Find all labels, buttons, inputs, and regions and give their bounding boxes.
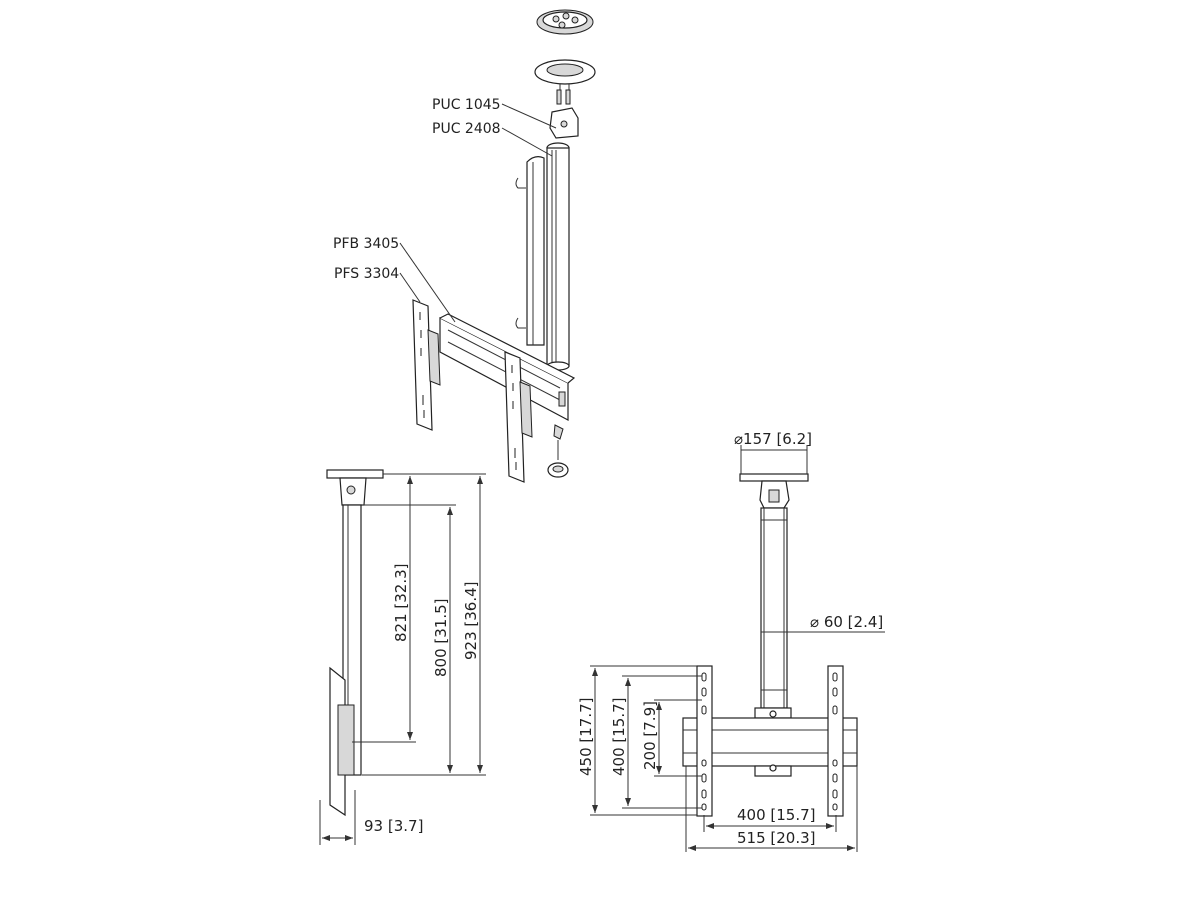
front-view: ⌀157 [6.2] ⌀ 60 [2.4] 450 [17.7] 400 [15… — [577, 430, 885, 852]
mounting-arm-part — [439, 313, 576, 421]
dimension-400-horizontal: 400 [15.7] — [737, 806, 816, 824]
part-label-pfb-3405: PFB 3405 — [333, 236, 399, 252]
pole-adapter-part — [549, 107, 579, 139]
leader-line — [501, 127, 553, 157]
dimension-plate-diameter: ⌀157 [6.2] — [734, 430, 812, 448]
part-label-pfs-3304: PFS 3304 — [334, 266, 399, 282]
display-bracket-left — [412, 299, 441, 431]
dimension-93: 93 [3.7] — [364, 817, 423, 835]
display-bracket-right — [504, 351, 533, 483]
leader-line — [501, 103, 557, 129]
pole — [760, 507, 788, 709]
dimension-450: 450 [17.7] — [577, 697, 595, 776]
leader-line — [399, 242, 456, 323]
pole-part — [546, 142, 570, 371]
dimension-800: 800 [31.5] — [432, 598, 450, 677]
dimension-400-vertical: 400 [15.7] — [610, 697, 628, 776]
dimension-821: 821 [32.3] — [392, 563, 410, 642]
dimension-pole-diameter: ⌀ 60 [2.4] — [810, 613, 883, 631]
part-label-puc-1045: PUC 1045 — [432, 97, 501, 113]
ceiling-plate-part — [534, 9, 596, 105]
exploded-view: PUC 1045 PUC 2408 PFB 3405 PFS 3304 — [333, 9, 596, 483]
dimension-923: 923 [36.4] — [462, 581, 480, 660]
pole-end-part — [547, 424, 569, 478]
dimension-200: 200 [7.9] — [641, 701, 659, 770]
ceiling-plate — [739, 473, 809, 482]
part-label-puc-2408: PUC 2408 — [432, 121, 501, 137]
cable-cover-part — [515, 156, 545, 346]
leader-line — [399, 272, 421, 303]
ceiling-plate — [326, 469, 384, 479]
dimension-515: 515 [20.3] — [737, 829, 816, 847]
side-view: 821 [32.3] 800 [31.5] 923 [36.4] 93 [3.7… — [319, 469, 486, 845]
